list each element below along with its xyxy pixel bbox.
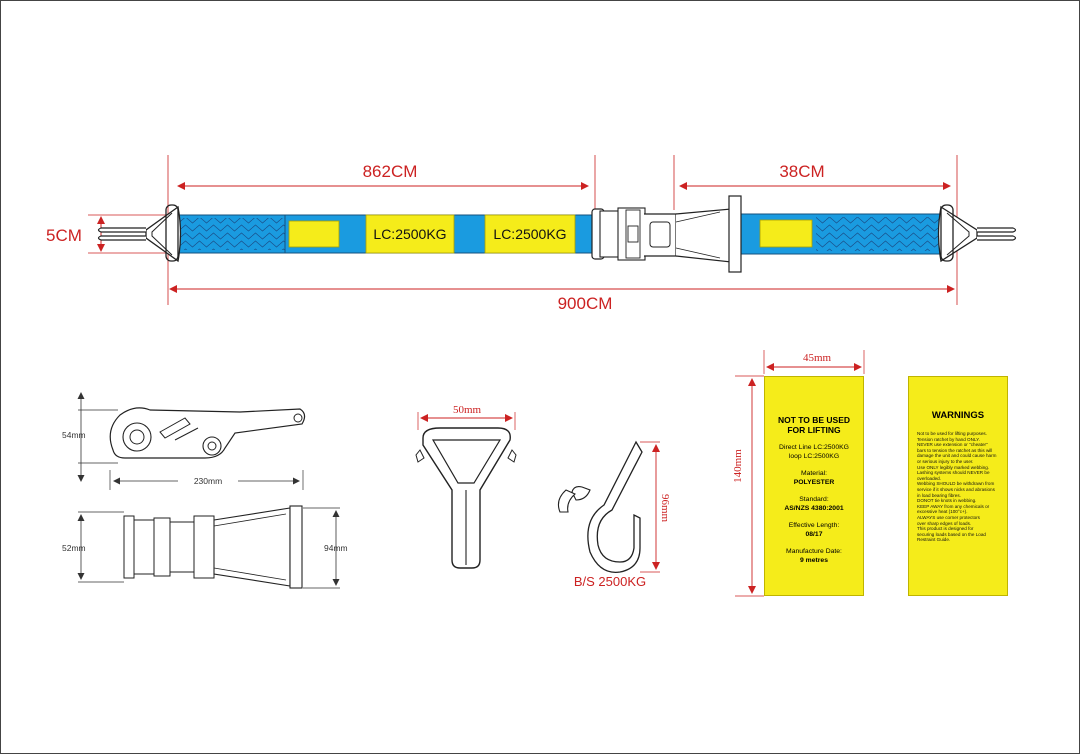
warning-line: Not to be used for lifting purposes. (917, 431, 987, 436)
hook-dim-50mm: 50mm (452, 404, 482, 416)
label-card-dimensions (735, 350, 865, 597)
warning-line: damage the unit and could cause harm (917, 453, 997, 459)
card-manufacture-date-value: 9 metres (800, 557, 828, 564)
dim-label-900cm: 900CM (557, 294, 613, 313)
label-band-2 (484, 214, 576, 254)
warnings-text: Not to be used for lifting purposes. Ten… (909, 431, 1007, 543)
label-band-1 (365, 214, 455, 254)
ratchet-side-view (77, 392, 306, 490)
warning-line: overloaded. (917, 475, 942, 481)
warning-line: in load bearing fibres. (917, 492, 961, 498)
dim-label-38cm: 38CM (779, 162, 825, 181)
ratchet-top-view (77, 505, 340, 589)
warning-line: securing loads based on the Load (917, 531, 986, 537)
warning-line: Webbing SHOULD be withdrawn from (917, 481, 995, 487)
ratchet-dim-54mm: 54mm (62, 430, 86, 440)
hook-side-view (557, 440, 660, 573)
hook-breaking-strength: B/S 2500KG (573, 574, 647, 589)
ratchet-dim-52mm: 52mm (62, 543, 86, 553)
card-dim-140mm: 140mm (732, 449, 744, 483)
hook-front-view (415, 412, 517, 569)
warnings-card: WARNINGS Not to be used for lifting purp… (908, 376, 1008, 596)
label-patch-1 (288, 220, 340, 248)
warning-line: bars to tension the ratchet as this will (917, 447, 993, 453)
warning-line: Use ONLY legibly marked webbing. (917, 464, 990, 470)
hook-dim-96mm: 96mm (659, 493, 671, 523)
warning-line: Lashing systems should NEVER be (917, 470, 990, 476)
warning-line: service if it shows nicks and abrasions (917, 486, 995, 492)
ratchet-buckle (591, 207, 732, 263)
warning-line: over sharp edges of loads. (917, 520, 972, 526)
warning-line: ALWAYS use corner protectors (917, 514, 980, 520)
warning-line: or serious injury to the user. (917, 458, 974, 464)
warning-line: KEEP AWAY from any chemicals or (917, 503, 990, 509)
warning-line: NEVER use extension or "cheater" (917, 442, 988, 448)
card-material-label: Material: (800, 470, 828, 477)
strap-assembly (88, 155, 1017, 305)
card-standard-label: Standard: (799, 496, 829, 503)
card-effective-length-label: Effective Length: (788, 522, 840, 529)
label-patch-2 (759, 219, 813, 248)
dim-label-862cm: 862CM (362, 162, 418, 181)
card-material-value: POLYESTER (793, 479, 835, 486)
left-end-hook (145, 205, 182, 263)
card-manufacture-date-label: Manufacture Date: (786, 548, 842, 555)
warning-line: Restraint Guide. (917, 537, 951, 543)
warning-line: Tension ratchet by hand ONLY. (917, 436, 980, 442)
warning-line: excessive heat (100°c+). (917, 509, 968, 515)
strap-label-1: LC:2500KG (373, 226, 447, 242)
ratchet-dim-94mm: 94mm (324, 543, 348, 553)
card-direct-line: Direct Line LC:2500KG (779, 444, 849, 451)
card-title-line1: NOT TO BE USED (777, 415, 851, 425)
strap-label-2: LC:2500KG (493, 226, 567, 242)
card-dim-45mm: 45mm (802, 352, 832, 364)
warning-line: DONOT tie knots in webbing. (917, 498, 977, 504)
warnings-title: WARNINGS (931, 410, 985, 421)
right-end-hook (937, 205, 978, 263)
ratchet-dim-230mm: 230mm (178, 476, 238, 486)
warning-line: This product is designed for (917, 526, 974, 532)
card-effective-length-value: 08/17 (805, 531, 823, 538)
card-title-line2: FOR LIFTING (787, 425, 841, 435)
card-loop: loop LC:2500KG (788, 453, 840, 460)
dim-label-5cm: 5CM (46, 226, 82, 245)
product-label-card: NOT TO BE USED FOR LIFTING Direct Line L… (764, 376, 864, 596)
card-standard-value: AS/NZS 4380:2001 (784, 505, 844, 512)
